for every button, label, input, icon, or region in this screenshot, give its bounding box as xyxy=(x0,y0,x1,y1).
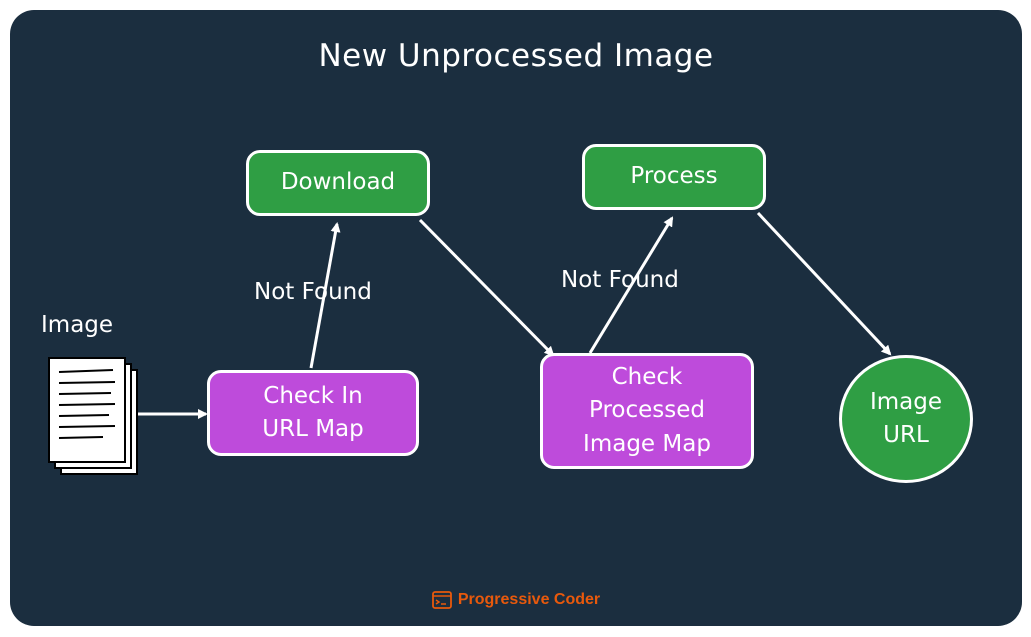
input-image-label: Image xyxy=(41,312,114,338)
check-processed-image-map-node: Check Processed Image Map xyxy=(540,353,754,469)
arrow-download-to-processed xyxy=(418,218,555,357)
flow-arrows xyxy=(136,211,892,419)
edge-label-not-found-1: Not Found xyxy=(254,279,372,305)
diagram-canvas: New Unprocessed Image xyxy=(10,10,1022,626)
download-node: Download xyxy=(246,150,430,216)
image-url-node: Image URL xyxy=(839,355,973,483)
arrow-check-to-download xyxy=(309,222,341,369)
brand-name: Progressive Coder xyxy=(457,591,601,608)
terminal-icon xyxy=(431,591,452,609)
brand-watermark: Progressive Coder xyxy=(10,591,1022,609)
arrow-processed-to-process xyxy=(588,216,674,354)
document-stack-icon xyxy=(48,357,138,475)
arrow-process-to-url xyxy=(756,211,892,356)
diagram-title: New Unprocessed Image xyxy=(318,38,714,74)
check-url-map-node: Check In URL Map xyxy=(207,370,419,456)
process-node: Process xyxy=(582,144,766,210)
edge-label-not-found-2: Not Found xyxy=(561,267,679,293)
